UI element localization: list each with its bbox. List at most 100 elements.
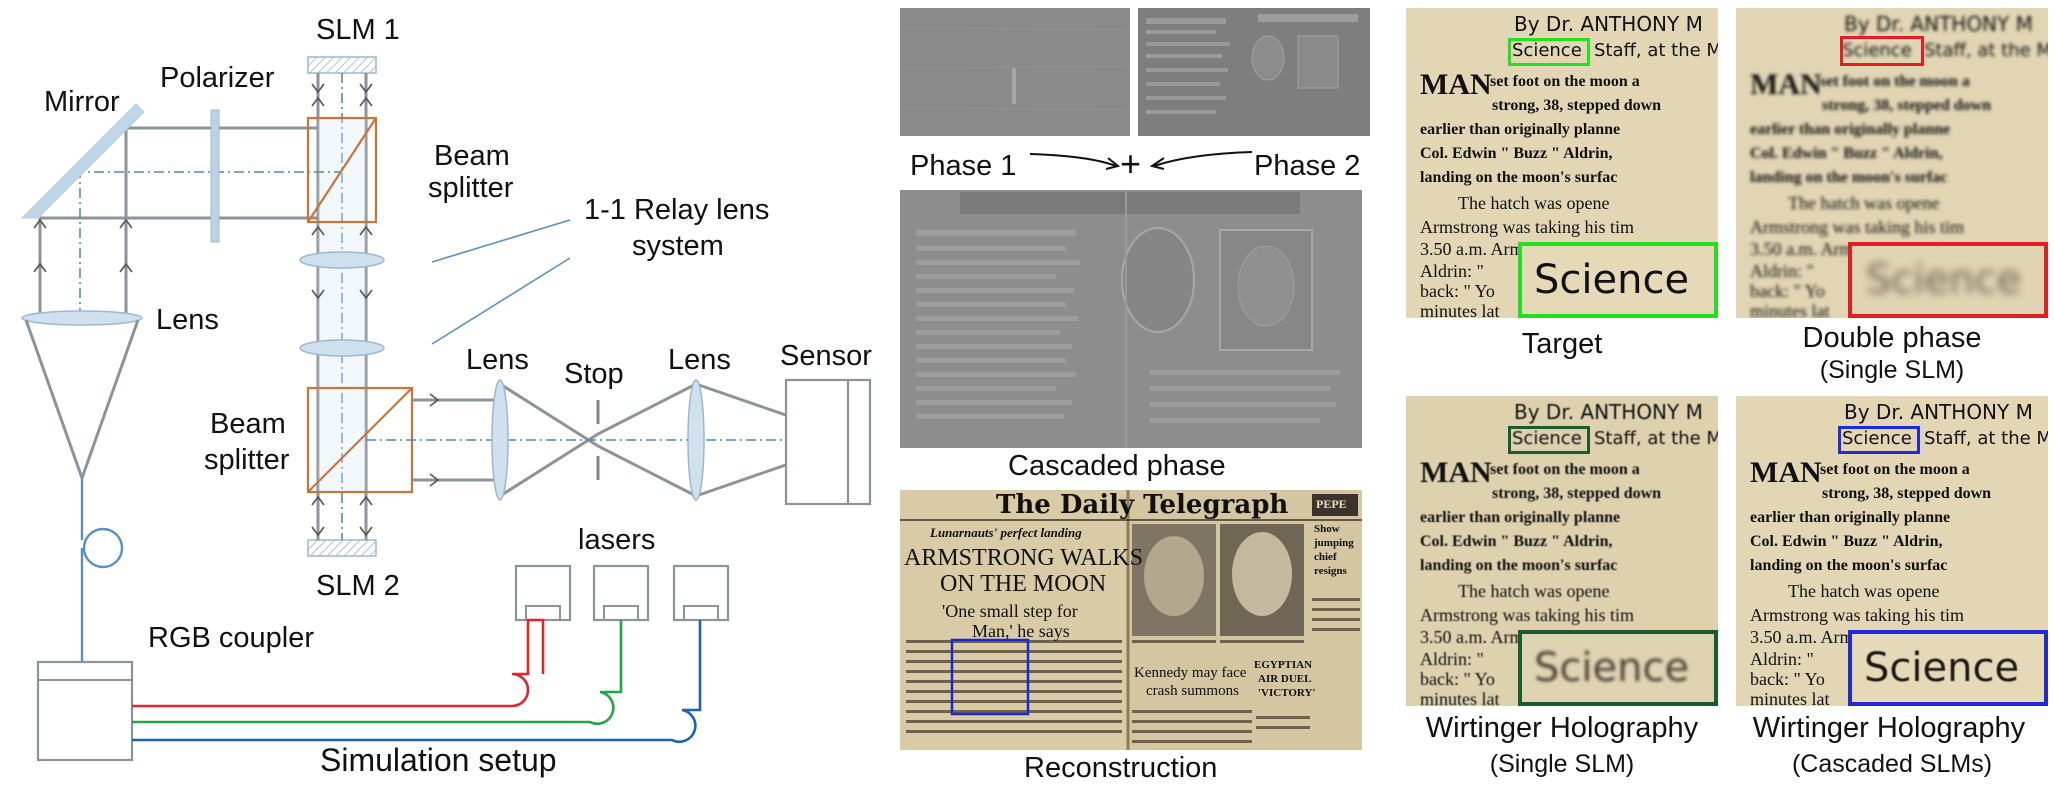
article-byline: By Dr. ANTHONY M [1514, 12, 1703, 36]
panel-wirtinger-single-subtitle: (Single SLM) [1489, 750, 1635, 778]
stop-label: Stop [564, 358, 624, 390]
lens-left [21, 310, 143, 326]
sensor-label: Sensor [780, 340, 872, 372]
panel-wirtinger-single-title: Wirtinger Holography [1425, 712, 1699, 744]
news-chief: chief [1314, 551, 1337, 563]
panel-double-phase-title: Double phase [1802, 322, 1982, 354]
article-line4: Col. Edwin " Buzz " Aldrin, [1420, 145, 1613, 162]
lasers-label: lasers [578, 524, 656, 556]
wc-zoom-text: Science [1864, 645, 2020, 691]
news-pepe: PEPE [1316, 497, 1347, 511]
ws-article-line10: back: " Yo [1420, 669, 1495, 689]
slm2-label: SLM 2 [316, 570, 400, 602]
wc-article-line2: strong, 38, stepped down [1822, 485, 1992, 502]
beam-splitter-top-label-1: Beam [434, 140, 510, 172]
ws-article-line5: landing on the moon's surfac [1420, 557, 1618, 574]
phase2-label: Phase 2 [1254, 150, 1361, 182]
laser-red [514, 564, 572, 622]
ws-article-line3: earlier than originally planne [1420, 509, 1621, 526]
relay-lens-2 [299, 339, 385, 357]
article-line10: back: " Yo [1420, 281, 1495, 301]
article-line3: earlier than originally planne [1420, 121, 1621, 138]
dp-article-line3: earlier than originally planne [1750, 121, 1951, 138]
dp-article-byline: By Dr. ANTHONY M [1844, 12, 2033, 36]
panel-wirtinger-cascaded: By Dr. ANTHONY M Science Staff, at the M… [1736, 396, 2048, 706]
news-headline-1: ARMSTRONG WALKS [904, 545, 1143, 571]
dp-zoom-inset: Science [1848, 242, 2048, 318]
news-jumping: jumping [1314, 537, 1354, 549]
wc-article-science: Science [1842, 428, 1912, 449]
polarizer [210, 109, 220, 243]
wc-article-line4: Col. Edwin " Buzz " Aldrin, [1750, 533, 1943, 550]
lens-mid [491, 379, 509, 501]
ws-zoom-inset: Science [1518, 630, 1718, 706]
slm1-plate [307, 56, 377, 74]
panel-double-phase: By Dr. ANTHONY M Science Staff, at the M… [1736, 8, 2048, 318]
lens-right [687, 379, 705, 501]
wc-article-line6: The hatch was opene [1788, 581, 1940, 601]
dp-article-staff: Staff, at the M [1924, 40, 2048, 61]
dp-article-line1: set foot on the moon a [1820, 73, 1970, 90]
news-kennedy-1: Kennedy may face [1134, 665, 1247, 681]
polarizer-label: Polarizer [160, 62, 275, 94]
cascaded-phase-label: Cascaded phase [1008, 450, 1226, 482]
wc-article-line9: Aldrin: " [1750, 649, 1814, 669]
rgb-coupler-label: RGB coupler [148, 622, 315, 654]
ws-article-line1: set foot on the moon a [1490, 461, 1640, 478]
wc-highlight-small [1838, 426, 1920, 454]
ws-article-line1-cap: MAN [1420, 456, 1492, 489]
beam-splitter-top-label-2: splitter [428, 172, 514, 204]
dp-article-line1-cap: MAN [1750, 68, 1822, 101]
article-line2: strong, 38, stepped down [1492, 97, 1662, 114]
panel-double-phase-subtitle: (Single SLM) [1819, 356, 1965, 384]
laser-green [592, 564, 650, 622]
article-line7: Armstrong was taking his tim [1420, 217, 1634, 237]
relay-label-2: system [632, 230, 724, 262]
wc-article-line1: set foot on the moon a [1820, 461, 1970, 478]
news-resigns: resigns [1314, 565, 1347, 577]
wc-article-line7: Armstrong was taking his tim [1750, 605, 1964, 625]
dp-article-line4: Col. Edwin " Buzz " Aldrin, [1750, 145, 1943, 162]
relay-label-1: 1-1 Relay lens [584, 194, 770, 226]
ws-article-byline: By Dr. ANTHONY M [1514, 400, 1703, 424]
beam-splitter-top [306, 116, 378, 224]
article-science: Science [1512, 40, 1582, 61]
dp-article-science: Science [1842, 40, 1912, 61]
simulation-setup-diagram [20, 56, 872, 762]
news-egypt-2: AIR DUEL [1258, 673, 1312, 685]
news-egypt-3: 'VICTORY' [1258, 687, 1316, 699]
target-zoom-inset: Science [1518, 242, 1718, 318]
reconstruction-label: Reconstruction [1024, 752, 1218, 784]
article-line5: landing on the moon's surfac [1420, 169, 1618, 186]
wc-article-line11: minutes lat [1750, 689, 1830, 706]
news-show: Show [1314, 523, 1340, 535]
panel-target: By Dr. ANTHONY M Science Staff, at the M… [1406, 8, 1718, 318]
beam-splitter-bottom-label-1: Beam [210, 408, 286, 440]
dp-highlight-small [1840, 36, 1924, 66]
phase1-label: Phase 1 [910, 150, 1017, 182]
news-kennedy-2: crash summons [1146, 683, 1239, 699]
relay-lens-1 [299, 251, 385, 269]
wc-zoom-inset: Science [1848, 630, 2048, 706]
panel-wirtinger-cascaded-title: Wirtinger Holography [1752, 712, 2026, 744]
laser-blue [672, 564, 730, 622]
slm2-plate [307, 539, 377, 557]
article-staff: Staff, at the M [1594, 40, 1718, 61]
wc-article-line1-cap: MAN [1750, 456, 1822, 489]
target-zoom-text: Science [1534, 257, 1690, 303]
wc-article-line3: earlier than originally planne [1750, 509, 1951, 526]
article-line1-cap: MAN [1420, 68, 1492, 101]
sensor [784, 378, 872, 506]
beam-splitter-bottom-label-2: splitter [204, 444, 290, 476]
news-quote-1: 'One small step for [942, 601, 1078, 621]
news-egypt-1: EGYPTIAN [1254, 659, 1313, 671]
ws-article-science: Science [1512, 428, 1582, 449]
plus-sign: + [1120, 143, 1142, 184]
lens-left-label: Lens [156, 304, 219, 336]
article-line9: Aldrin: " [1420, 261, 1484, 281]
target-highlight-small [1508, 38, 1590, 66]
phase2-image [1138, 8, 1370, 136]
wc-article-staff: Staff, at the M [1924, 428, 2048, 449]
news-quote-2: Man,' he says [972, 621, 1070, 641]
article-line11: minutes lat [1420, 301, 1500, 318]
